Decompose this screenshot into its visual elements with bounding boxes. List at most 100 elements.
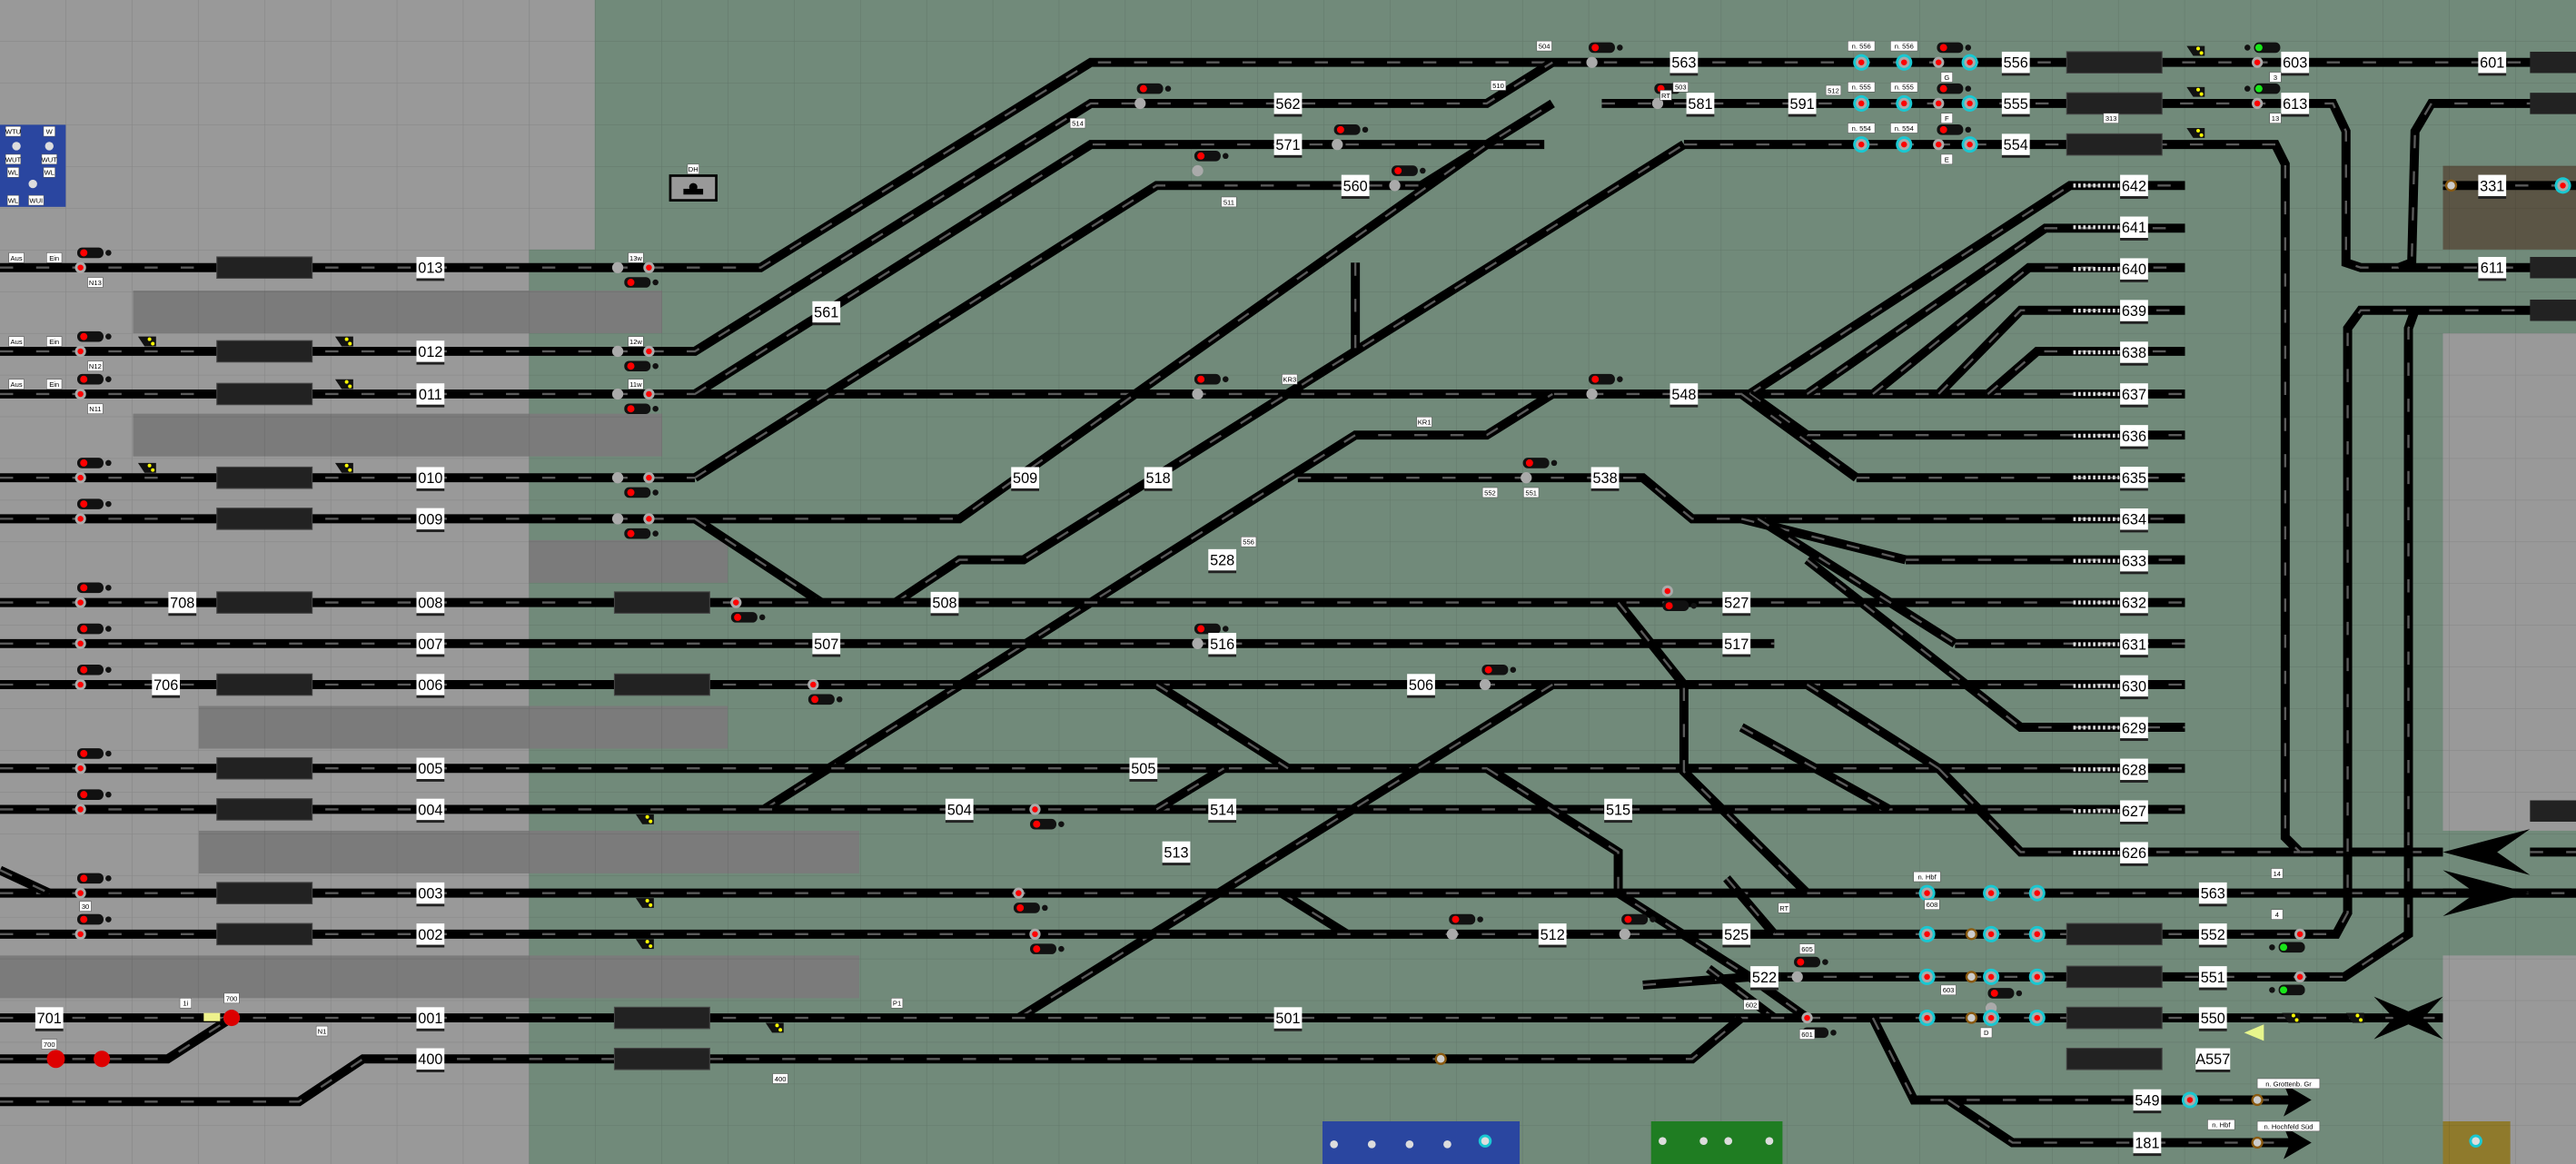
track-label-601[interactable]: 601: [2478, 51, 2507, 76]
track-label-613[interactable]: 613: [2281, 93, 2310, 117]
track-label-603[interactable]: 603: [2281, 51, 2310, 76]
signal-head-icon[interactable]: [77, 913, 112, 925]
track-label-004[interactable]: 004: [416, 798, 445, 824]
track-label-708[interactable]: 708: [168, 591, 197, 617]
track-signal-icon[interactable]: [1619, 928, 1630, 941]
track-label-009[interactable]: 009: [416, 508, 445, 533]
signal-head-icon[interactable]: [624, 277, 659, 288]
track-segment[interactable]: [1868, 1015, 2301, 1105]
track-signal-icon[interactable]: [1479, 678, 1491, 691]
signal-head-icon[interactable]: [624, 487, 659, 498]
track-contact-icon[interactable]: [1434, 1052, 1447, 1065]
signal-head-icon[interactable]: [1794, 956, 1828, 968]
track-signal-icon[interactable]: [1192, 388, 1204, 400]
track-signal-icon[interactable]: [611, 513, 624, 525]
track-segment[interactable]: [1016, 680, 1555, 1022]
signal-head-icon[interactable]: [77, 247, 112, 259]
track-label-507[interactable]: 507: [812, 633, 841, 657]
signal-head-icon[interactable]: [1194, 623, 1229, 635]
signal-head-icon[interactable]: [1391, 165, 1426, 176]
track-label-701[interactable]: 701: [35, 1007, 64, 1031]
track-signal-icon[interactable]: [611, 261, 624, 273]
track-label-591[interactable]: 591: [1788, 93, 1817, 117]
yard-lamp[interactable]: [2472, 1137, 2481, 1146]
track-label-013[interactable]: 013: [416, 256, 445, 281]
track-label-706[interactable]: 706: [152, 674, 181, 698]
track-label-636[interactable]: 636: [2120, 425, 2148, 449]
track-label-554[interactable]: 554: [2001, 133, 2030, 158]
signal-head-icon[interactable]: [1194, 150, 1229, 162]
signal-head-icon[interactable]: [807, 694, 843, 705]
shunt-signal-icon[interactable]: [765, 1022, 784, 1033]
dwarf-signal-icon[interactable]: [46, 1050, 65, 1069]
track-label-505[interactable]: 505: [1129, 757, 1158, 782]
signal-head-icon[interactable]: [624, 403, 659, 415]
track-label-561[interactable]: 561: [812, 301, 841, 326]
track-label-634[interactable]: 634: [2120, 508, 2148, 533]
track-label-008[interactable]: 008: [416, 591, 445, 617]
signal-head-icon[interactable]: [77, 498, 112, 509]
track-label-638[interactable]: 638: [2120, 341, 2148, 366]
track-signal-icon[interactable]: [1192, 637, 1204, 649]
signal-head-icon[interactable]: [2269, 984, 2305, 996]
track-label-400[interactable]: 400: [416, 1048, 445, 1072]
track-signal-icon[interactable]: [611, 472, 624, 484]
track-label-001[interactable]: 001: [416, 1007, 445, 1031]
shunt-signal-icon[interactable]: [334, 379, 353, 390]
arrow-right-icon[interactable]: [2442, 870, 2531, 916]
signal-head-icon[interactable]: [2244, 42, 2281, 54]
track-label-627[interactable]: 627: [2120, 800, 2148, 824]
signal-head-icon[interactable]: [1030, 818, 1065, 830]
track-label-007[interactable]: 007: [416, 633, 445, 657]
track-segment[interactable]: [2396, 98, 2576, 272]
panel-green-bottom[interactable]: [1650, 1120, 1783, 1164]
track-label-626[interactable]: 626: [2120, 842, 2148, 866]
track-contact-icon[interactable]: [1965, 928, 1978, 941]
track-label-555[interactable]: 555: [2001, 93, 2030, 117]
panel-lamp[interactable]: [1367, 1139, 1376, 1149]
track-label-331[interactable]: 331: [2478, 174, 2507, 199]
crossing-x-icon[interactable]: [2373, 996, 2443, 1040]
track-label-641[interactable]: 641: [2120, 216, 2148, 241]
track-label-637[interactable]: 637: [2120, 383, 2148, 408]
shunt-signal-icon[interactable]: [2345, 1012, 2364, 1023]
track-contact-icon[interactable]: [2251, 1093, 2264, 1107]
track-contact-icon[interactable]: [2251, 1136, 2264, 1149]
track-signal-icon[interactable]: [1446, 928, 1459, 941]
track-label-560[interactable]: 560: [1341, 174, 1370, 199]
track-label-632[interactable]: 632: [2120, 591, 2148, 617]
signal-head-icon[interactable]: [1937, 42, 1972, 54]
track-label-563[interactable]: 563: [1669, 51, 1699, 76]
track-label-006[interactable]: 006: [416, 674, 445, 698]
track-label-633[interactable]: 633: [2120, 549, 2148, 575]
track-label-549[interactable]: 549: [2133, 1089, 2162, 1114]
track-signal-icon[interactable]: [611, 388, 624, 400]
shunt-signal-icon[interactable]: [2282, 1012, 2301, 1023]
signal-head-icon[interactable]: [77, 664, 112, 676]
panel-lamp[interactable]: [1699, 1137, 1708, 1146]
signal-head-icon[interactable]: [1662, 600, 1697, 612]
track-label-012[interactable]: 012: [416, 340, 445, 365]
shunt-signal-icon[interactable]: [137, 462, 156, 473]
track-label-629[interactable]: 629: [2120, 716, 2148, 742]
signal-head-icon[interactable]: [2244, 83, 2281, 94]
track-label-010[interactable]: 010: [416, 467, 445, 491]
panel-blue-left[interactable]: [0, 124, 66, 207]
signal-head-icon[interactable]: [1013, 903, 1048, 913]
track-label-571[interactable]: 571: [1273, 133, 1303, 158]
panel-lamp[interactable]: [1443, 1139, 1451, 1149]
track-label-556[interactable]: 556: [2001, 51, 2030, 76]
track-signal-icon[interactable]: [1192, 164, 1204, 177]
panel-lamp[interactable]: [28, 179, 37, 189]
track-contact-icon[interactable]: [1965, 1011, 1978, 1024]
track-label-552[interactable]: 552: [2198, 923, 2227, 948]
shunt-signal-icon[interactable]: [2186, 128, 2205, 138]
track-signal-icon[interactable]: [1651, 97, 1664, 110]
track-signal-icon[interactable]: [1521, 472, 1532, 484]
track-label-A557[interactable]: A557: [2195, 1048, 2230, 1072]
panel-lamp[interactable]: [1659, 1137, 1667, 1146]
panel-lamp[interactable]: [45, 142, 54, 151]
arrow-right-icon[interactable]: [2284, 1083, 2312, 1117]
track-segment[interactable]: [1642, 972, 1752, 990]
signal-head-icon[interactable]: [1333, 124, 1369, 135]
